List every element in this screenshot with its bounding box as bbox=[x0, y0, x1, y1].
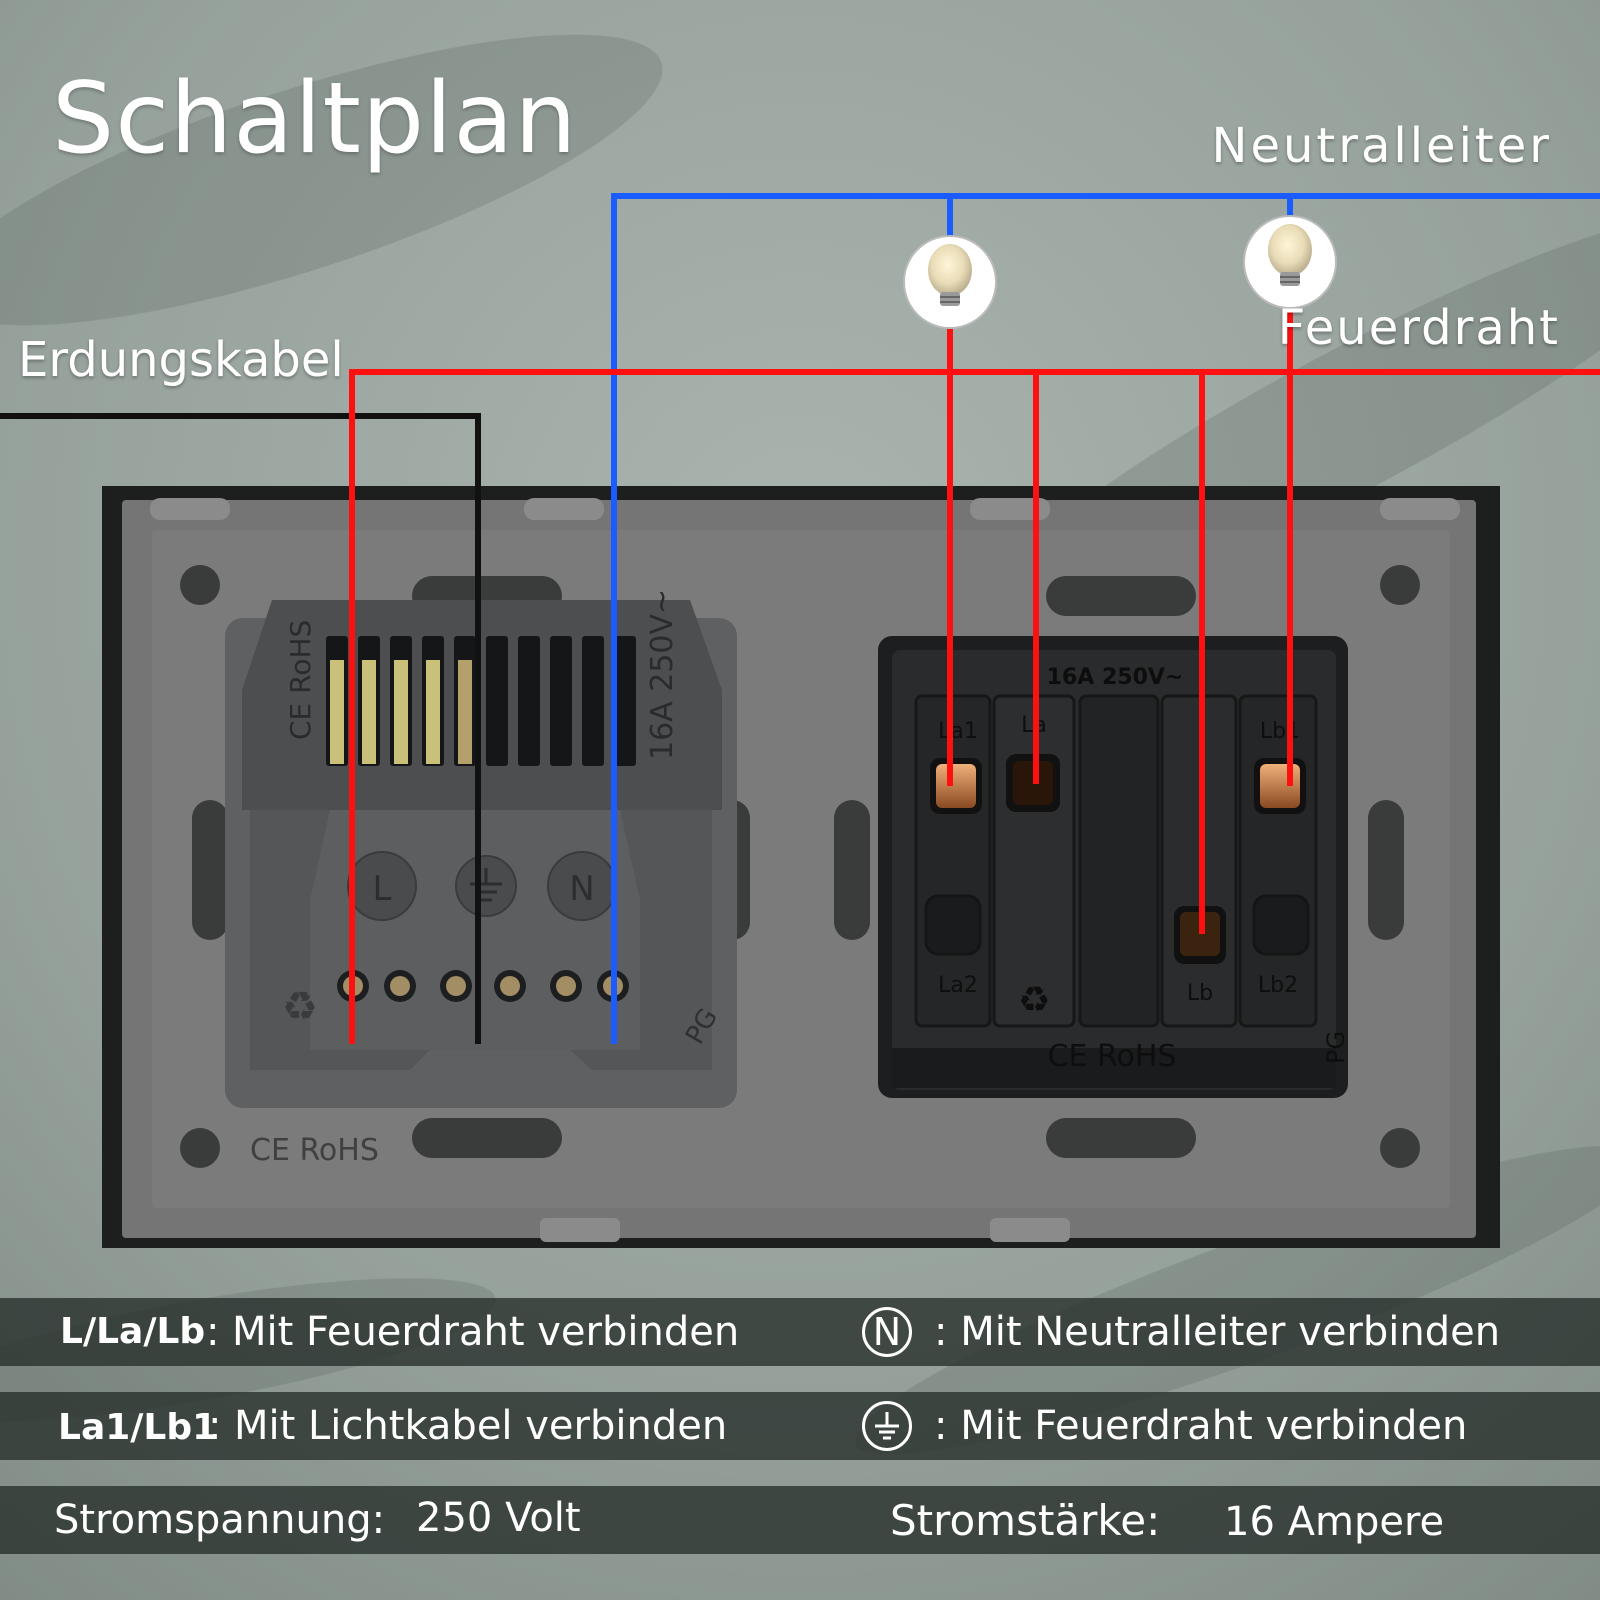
terminal-lb1-label: Lb1 bbox=[1260, 719, 1300, 744]
terminal-la1-label: La1 bbox=[938, 719, 978, 744]
terminal-lb2-label: Lb2 bbox=[1258, 973, 1298, 998]
switch-markings: CE RoHS bbox=[1048, 1039, 1177, 1074]
legend-row-3: Stromspannung: 250 Volt Stromstärke: 16 … bbox=[0, 1486, 1600, 1554]
current-label: Stromstärke: bbox=[890, 1496, 1161, 1545]
legend-sep-1: : bbox=[206, 1309, 220, 1355]
page-title: Schaltplan bbox=[52, 62, 578, 176]
legend-sep-2: : bbox=[208, 1403, 222, 1449]
voltage-label: Stromspannung: bbox=[54, 1497, 386, 1543]
terminal-n-label: N bbox=[569, 869, 594, 909]
voltage-value: 250 Volt bbox=[416, 1495, 581, 1541]
legend-text-neutral: : Mit Neutralleiter verbinden bbox=[934, 1309, 1501, 1355]
legend-row-2: La1/Lb1 : Mit Lichtkabel verbinden : Mit… bbox=[0, 1392, 1600, 1460]
phase-wire-label: Feuerdraht bbox=[1277, 300, 1560, 356]
current-value: 16 Ampere bbox=[1224, 1499, 1445, 1545]
plate-markings: CE RoHS bbox=[250, 1133, 379, 1168]
terminal-lb-label: Lb bbox=[1187, 981, 1213, 1006]
legend-text-l-la-lb: Mit Feuerdraht verbinden bbox=[232, 1309, 740, 1355]
switch-brand: PG bbox=[1322, 1031, 1350, 1064]
phase-wire bbox=[349, 300, 1600, 1044]
legend-row-1: L/La/Lb : Mit Feuerdraht verbinden N : M… bbox=[0, 1298, 1600, 1366]
socket-rating: 16A 250V~ bbox=[645, 589, 680, 760]
legend-text-earth: : Mit Feuerdraht verbinden bbox=[934, 1403, 1468, 1449]
recycle-icon: ♻ bbox=[282, 984, 318, 1030]
earth-wire-label: Erdungskabel bbox=[18, 332, 344, 388]
socket-screw-holes bbox=[337, 970, 629, 1002]
legend-text-la1-lb1: Mit Lichtkabel verbinden bbox=[234, 1403, 728, 1449]
terminal-la2-label: La2 bbox=[938, 973, 978, 998]
earth-symbol-icon bbox=[862, 1401, 912, 1451]
lamp-2-icon bbox=[1243, 215, 1337, 309]
switch-recycle-icon: ♻ bbox=[1018, 980, 1050, 1021]
socket-vents bbox=[326, 636, 636, 766]
lamp-1-icon bbox=[903, 235, 997, 329]
plate-notches bbox=[150, 498, 1460, 1242]
neutral-wire-label: Neutralleiter bbox=[1211, 118, 1552, 174]
terminal-l-label: L bbox=[373, 869, 392, 909]
socket-terminal-labels: L N bbox=[347, 851, 617, 921]
socket-markings: CE RoHS bbox=[284, 620, 317, 740]
neutral-symbol-icon: N bbox=[862, 1307, 912, 1357]
earth-wire bbox=[0, 413, 481, 1044]
legend-key-la1-lb1: La1/Lb1 bbox=[58, 1407, 218, 1448]
legend-key-l-la-lb: L/La/Lb bbox=[60, 1311, 206, 1352]
switch-rating: 16A 250V~ bbox=[1047, 665, 1184, 690]
